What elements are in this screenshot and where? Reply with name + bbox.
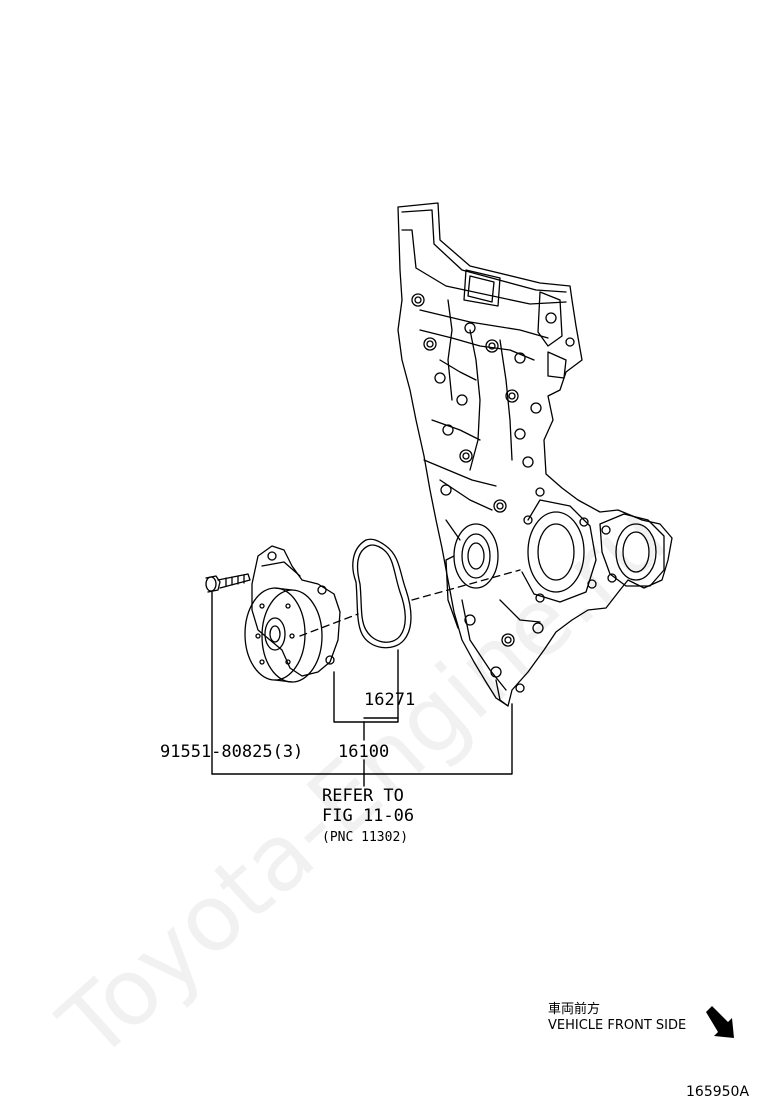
water-pump-illustration (244, 545, 341, 683)
figure-id: 165950A (686, 1084, 750, 1100)
refer-line-3: (PNC 11302) (322, 830, 409, 845)
part-number-water-pump[interactable]: 16100 (338, 742, 390, 762)
alignment-lines (299, 569, 521, 637)
gasket-illustration (352, 538, 412, 649)
vehicle-front-japanese: 車両前方 (548, 1002, 601, 1017)
leader-lines (211, 591, 513, 787)
arrow-down-right-icon (706, 1006, 734, 1038)
refer-line-2: FIG 11-06 (322, 806, 415, 826)
refer-line-1: REFER TO (322, 786, 404, 806)
timing-cover-illustration (397, 202, 673, 707)
part-number-bolt[interactable]: 91551-80825(3) (160, 742, 304, 762)
vehicle-front-label: VEHICLE FRONT SIDE (548, 1018, 687, 1033)
refer-note[interactable]: REFER TO FIG 11-06 (PNC 11302) (322, 786, 414, 848)
bolt-illustration (205, 573, 251, 593)
part-number-gasket[interactable]: 16271 (364, 690, 416, 710)
